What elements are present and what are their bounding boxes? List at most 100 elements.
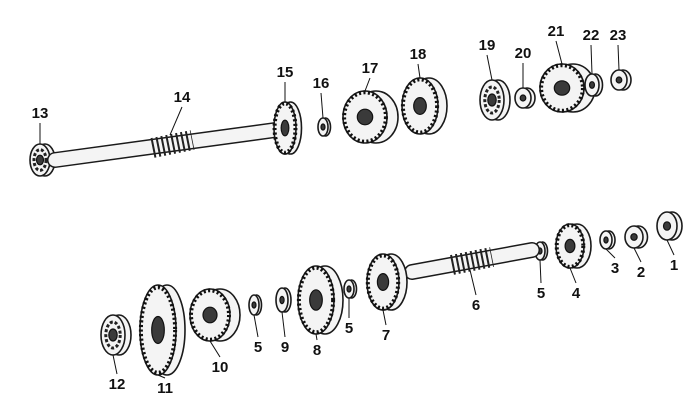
gear-teeth — [342, 90, 388, 144]
part-shaft: 14 — [47, 89, 298, 168]
ring-bore — [603, 236, 609, 244]
part-gear: 11 — [138, 284, 186, 397]
bearing-bore — [108, 328, 118, 342]
leader-line — [469, 269, 477, 296]
ring-bore — [251, 301, 257, 309]
part-gear: 18 — [400, 46, 448, 135]
ring-bore — [346, 285, 352, 293]
gear-teeth — [189, 288, 231, 342]
part-label-13: 13 — [32, 105, 49, 122]
part-gear: 8 — [296, 265, 344, 359]
gear-teeth — [400, 77, 440, 135]
gear-teeth — [272, 101, 298, 155]
part-label-5: 5 — [254, 339, 262, 356]
part-label-21: 21 — [548, 23, 565, 40]
part-gear: 4 — [554, 223, 592, 302]
part-label-23: 23 — [610, 27, 627, 44]
bearing-bore — [35, 154, 45, 166]
leader-line — [569, 267, 577, 284]
part-bushing: 2 — [624, 225, 649, 281]
part-ring: 5 — [534, 241, 549, 302]
bearing-balls — [483, 85, 501, 115]
leader-line — [382, 309, 387, 326]
leader-line — [555, 40, 563, 65]
part-ring: 5 — [248, 294, 263, 356]
leader-line — [666, 239, 675, 256]
nut-bore — [615, 76, 623, 84]
leader-line — [169, 106, 183, 136]
gear-teeth — [138, 285, 178, 375]
leader-line — [253, 314, 259, 338]
part-label-18: 18 — [410, 46, 427, 63]
leader-line — [617, 44, 620, 71]
leader-line — [486, 54, 493, 81]
part-ring: 5 — [343, 279, 358, 337]
part-label-12: 12 — [109, 376, 126, 393]
sprocket-bore — [553, 80, 571, 96]
leader-line — [590, 44, 593, 75]
gear-bore — [202, 306, 218, 324]
part-label-10: 10 — [212, 359, 229, 376]
part-label-8: 8 — [313, 342, 321, 359]
part-label-11: 11 — [157, 380, 173, 397]
gear-bore — [151, 315, 165, 345]
part-bearing: 19 — [479, 37, 511, 121]
gear-teeth — [365, 253, 401, 311]
part-seal: 1 — [656, 211, 683, 274]
part-label-5: 5 — [537, 285, 545, 302]
gear-bore — [564, 238, 576, 254]
part-label-20: 20 — [515, 45, 532, 62]
part-label-16: 16 — [313, 75, 330, 92]
gear-bore — [376, 273, 390, 292]
part-label-17: 17 — [362, 60, 379, 77]
washer-bore — [588, 81, 596, 89]
gear-teeth — [296, 265, 336, 335]
part-label-9: 9 — [281, 339, 289, 356]
shaft-splines — [150, 130, 195, 158]
leader-line — [633, 247, 642, 263]
part-label-22: 22 — [583, 27, 600, 44]
part-label-6: 6 — [472, 297, 480, 314]
ring-bore — [320, 123, 326, 131]
leader-line — [315, 333, 318, 341]
bushing-bore — [519, 94, 527, 102]
part-label-4: 4 — [572, 285, 581, 302]
leader-line — [364, 77, 371, 92]
bearing-bore — [487, 93, 497, 107]
washer-bore — [279, 295, 285, 305]
bushing-bore — [630, 233, 638, 241]
leader-line — [605, 248, 616, 259]
shaft-splines — [450, 247, 494, 275]
part-label-2: 2 — [637, 264, 645, 281]
part-washer: 22 — [583, 27, 604, 97]
part-shaft: 6 — [404, 242, 540, 314]
gear-bore — [356, 108, 374, 126]
part-gear: 15 — [272, 64, 303, 155]
part-gear: 7 — [365, 253, 408, 344]
leader-line — [539, 259, 542, 284]
gear-bore — [280, 119, 290, 137]
part-ring: 16 — [313, 75, 332, 137]
leader-line — [417, 63, 421, 79]
part-washer: 9 — [275, 287, 292, 356]
part-label-3: 3 — [611, 260, 619, 277]
leader-line — [281, 311, 286, 338]
bearing-balls — [32, 148, 48, 172]
part-label-1: 1 — [670, 257, 678, 274]
part-label-19: 19 — [479, 37, 496, 54]
leader-line — [112, 354, 118, 375]
part-label-7: 7 — [382, 327, 390, 344]
leader-line — [157, 374, 166, 379]
part-bearing: 12 — [100, 314, 132, 393]
gear-bore — [309, 289, 323, 311]
part-gear: 17 — [342, 60, 399, 144]
part-label-5: 5 — [345, 320, 353, 337]
part-bushing: 20 — [514, 45, 536, 109]
part-gear: 10 — [189, 288, 241, 376]
gear-bore — [413, 96, 427, 115]
sprocket-teeth — [539, 63, 585, 113]
bearing-balls — [104, 320, 122, 350]
part-ring: 3 — [599, 230, 619, 277]
